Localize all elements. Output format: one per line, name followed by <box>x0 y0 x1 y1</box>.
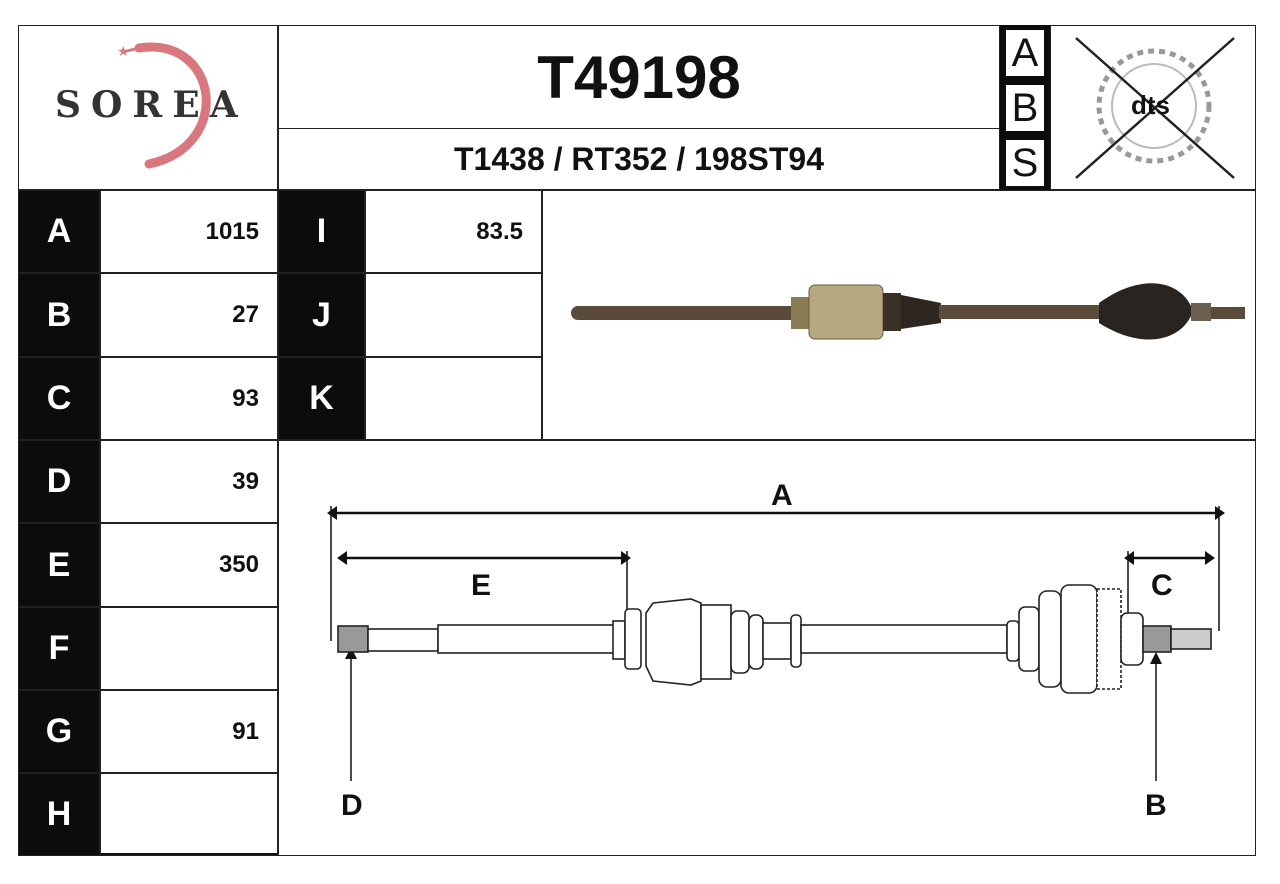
part-number: T49198 <box>537 43 741 111</box>
label-a: A <box>771 479 793 512</box>
brand-logo: SOREA <box>55 84 248 126</box>
cross-references: T1438 / RT352 / 198ST94 <box>454 140 824 177</box>
label-d: D <box>341 789 363 822</box>
dimension-value: 93 <box>100 357 278 440</box>
abs-letter: S <box>1006 139 1044 186</box>
dimension-label: H <box>18 773 100 856</box>
dts-crossed-gear-icon <box>1075 37 1235 179</box>
abs-column: A B S <box>1000 25 1050 190</box>
dimension-value: 1015 <box>100 190 278 273</box>
dimension-label: A <box>18 190 100 273</box>
dimension-value: 350 <box>100 523 278 607</box>
dimension-value <box>100 607 278 690</box>
part-number-cell: T49198 <box>278 25 1000 129</box>
dimension-label: B <box>18 273 100 357</box>
dimension-value: 27 <box>100 273 278 357</box>
dimension-label: D <box>18 440 100 523</box>
label-c: C <box>1151 569 1173 602</box>
dimension-value: 39 <box>100 440 278 523</box>
cross-reference-cell: T1438 / RT352 / 198ST94 <box>278 128 1000 190</box>
label-b: B <box>1145 789 1167 822</box>
dimension-value <box>100 773 278 856</box>
dimension-label: K <box>278 357 365 440</box>
label-e: E <box>471 569 491 602</box>
dimension-label: J <box>278 273 365 357</box>
dimension-value: 83.5 <box>365 190 542 273</box>
abs-letter: B <box>1006 84 1044 131</box>
drive-shaft-photo-icon <box>571 283 1245 340</box>
dimension-label: F <box>18 607 100 690</box>
sorea-swoosh-icon: ★ <box>117 42 211 169</box>
dimension-label: C <box>18 357 100 440</box>
dimension-label: I <box>278 190 365 273</box>
dimension-value <box>365 273 542 357</box>
abs-letter: A <box>1006 29 1044 76</box>
logo-cell: ★ SOREA <box>18 25 278 190</box>
dts-logo: dts <box>1131 90 1170 120</box>
product-photo <box>542 190 1256 440</box>
dimension-label: G <box>18 690 100 773</box>
dimension-value <box>365 357 542 440</box>
dimension-diagram: A E C D B <box>278 440 1256 856</box>
dimension-label: E <box>18 523 100 607</box>
dts-cell: dts <box>1050 25 1256 190</box>
dimension-value: 91 <box>100 690 278 773</box>
svg-text:★: ★ <box>117 43 130 59</box>
